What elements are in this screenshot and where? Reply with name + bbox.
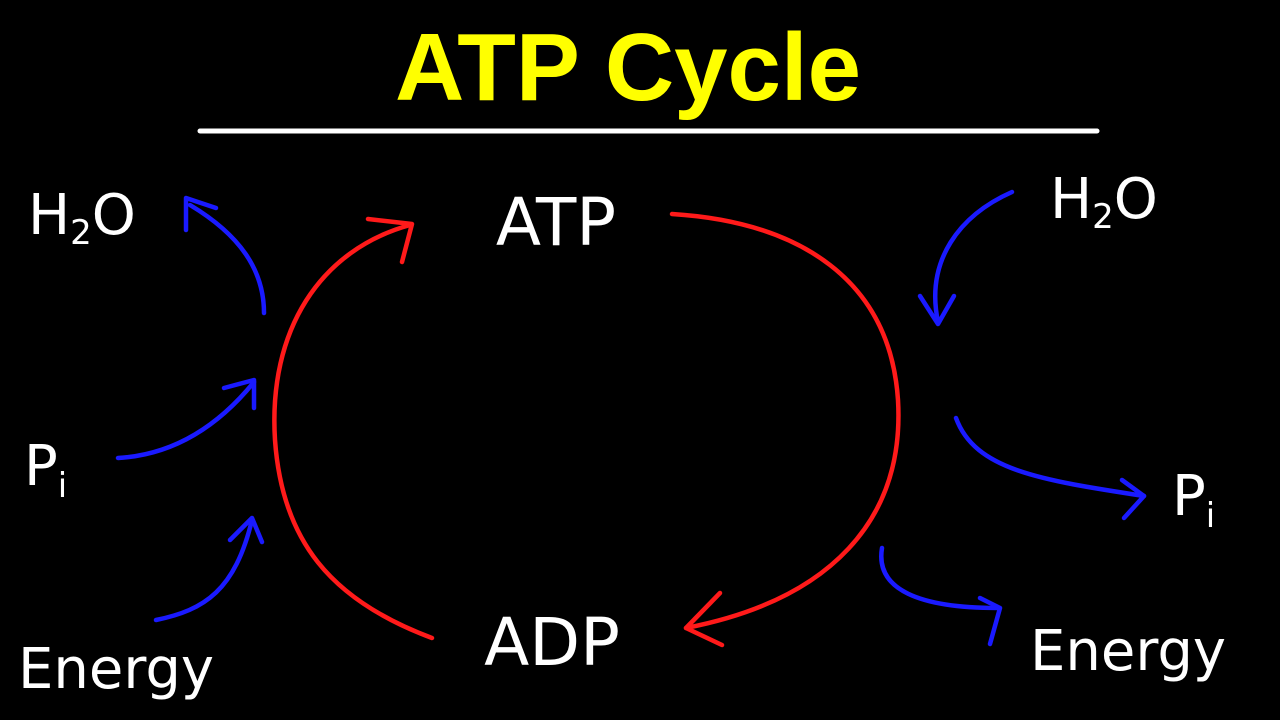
- right-phosphate-label: Pi: [1172, 464, 1215, 536]
- adp-label: ADP: [484, 604, 620, 681]
- right-phosphate-main: P: [1172, 464, 1206, 529]
- left-water-label: H2O: [28, 183, 136, 253]
- right-water-subscript: 2: [1092, 197, 1114, 237]
- cycle-arrow-atp-to-adp: [669, 211, 901, 648]
- left-phosphate-main: P: [24, 434, 58, 499]
- svg-text:Pi: Pi: [1172, 464, 1215, 536]
- cycle-arrow-adp-to-atp: [272, 216, 435, 641]
- right-phosphate-subscript: i: [1206, 496, 1215, 536]
- svg-text:H2O: H2O: [1050, 167, 1158, 237]
- right-energy-arrow: [879, 545, 1003, 647]
- left-water-tail: O: [92, 183, 136, 248]
- left-water-main: H: [28, 183, 70, 248]
- left-phosphate-arrow: [115, 377, 257, 461]
- left-energy-arrow: [153, 515, 265, 623]
- left-energy-label: Energy: [18, 637, 214, 702]
- right-water-main: H: [1050, 167, 1092, 232]
- left-water-arrow: [183, 195, 267, 316]
- right-water-tail: O: [1114, 167, 1158, 232]
- svg-text:Pi: Pi: [24, 434, 67, 506]
- right-phosphate-arrow: [953, 415, 1147, 521]
- left-phosphate-subscript: i: [58, 466, 67, 506]
- right-water-label: H2O: [1050, 167, 1158, 237]
- left-phosphate-label: Pi: [24, 434, 67, 506]
- svg-text:H2O: H2O: [28, 183, 136, 253]
- left-water-subscript: 2: [70, 213, 92, 253]
- page-title: ATP Cycle: [395, 14, 861, 121]
- atp-label: ATP: [496, 184, 616, 261]
- right-energy-label: Energy: [1030, 619, 1226, 684]
- right-water-arrow: [917, 189, 1015, 327]
